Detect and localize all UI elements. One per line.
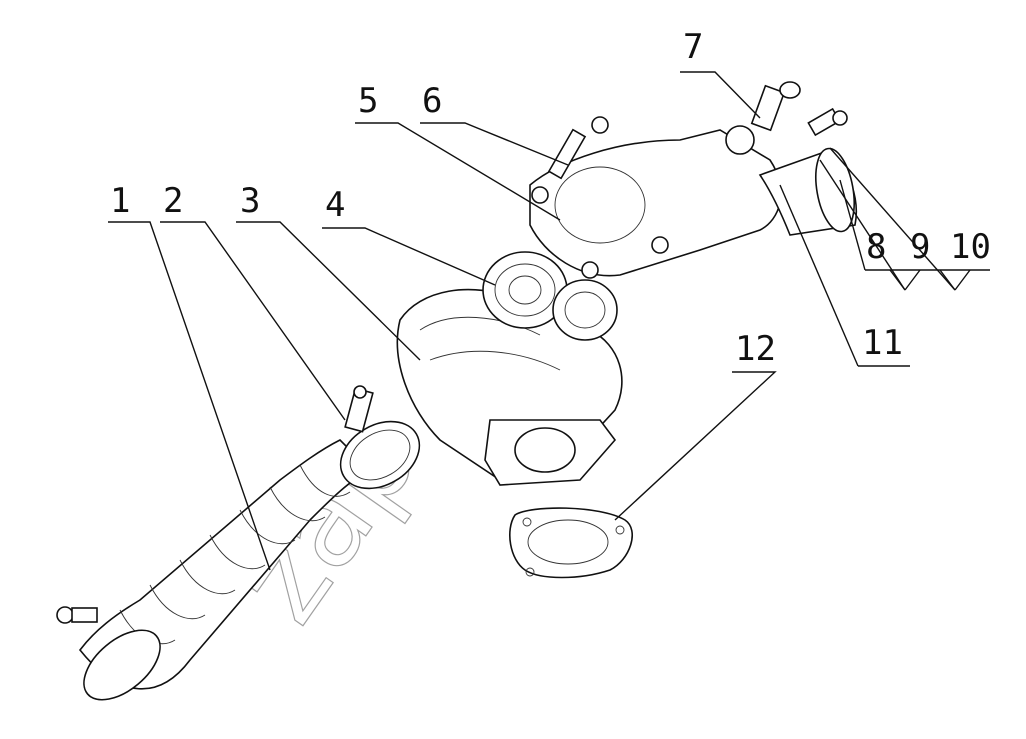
callout-7: 7 — [683, 27, 703, 67]
part-sensor — [725, 81, 801, 155]
callout-6: 6 — [422, 81, 442, 121]
callout-labels: 1 2 3 4 5 6 7 8 9 10 11 12 — [110, 27, 991, 369]
callout-11: 11 — [862, 323, 903, 363]
callout-8: 8 — [866, 227, 886, 267]
leader-5 — [355, 122, 561, 221]
part-end-pipe — [758, 107, 858, 236]
leader-2 — [160, 221, 346, 421]
leader-7 — [680, 71, 761, 119]
callout-3: 3 — [240, 181, 260, 221]
part-gasket — [509, 507, 634, 579]
callout-9: 9 — [910, 227, 930, 267]
leader-6 — [420, 122, 569, 166]
callout-4: 4 — [325, 185, 345, 225]
part-bolt-6 — [547, 116, 609, 180]
part-valve-assembly — [482, 251, 618, 341]
part-manifold — [529, 129, 782, 279]
part-housing — [396, 288, 623, 486]
leader-lines — [108, 71, 990, 571]
leader-4 — [322, 227, 496, 286]
callout-2: 2 — [163, 181, 183, 221]
callout-1: 1 — [110, 181, 130, 221]
callout-12: 12 — [735, 329, 776, 369]
leader-12 — [614, 371, 777, 521]
leader-3 — [236, 221, 421, 361]
part-clamp — [339, 385, 421, 490]
leader-1 — [108, 221, 271, 571]
callout-10: 10 — [950, 227, 991, 267]
callout-5: 5 — [358, 81, 378, 121]
